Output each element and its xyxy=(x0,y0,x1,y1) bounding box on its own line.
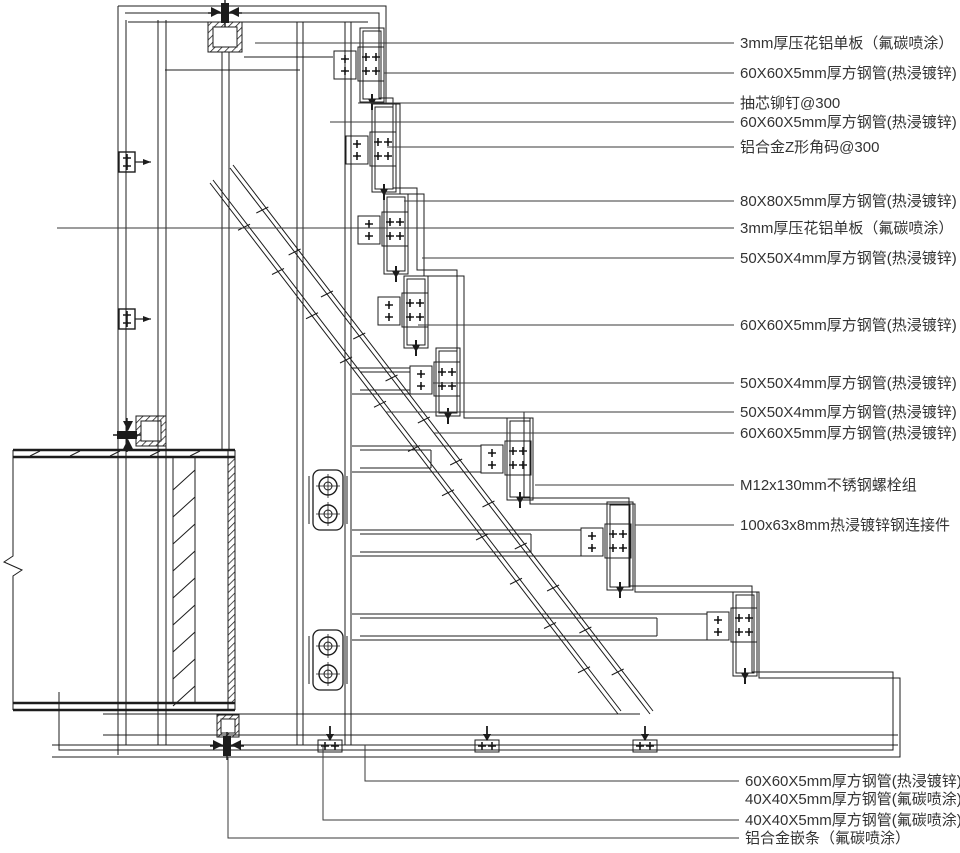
callout-label-17: 40X40X5mm厚方钢管(氟碳喷涂) xyxy=(745,812,960,829)
callout-label-5: 铝合金Z形角码@300 xyxy=(740,139,879,156)
callout-label-6: 80X80X5mm厚方钢管(热浸镀锌) xyxy=(740,193,957,210)
leader-line xyxy=(322,745,739,821)
outer-skin-profile xyxy=(52,5,901,758)
tread-members xyxy=(352,367,707,641)
callout-label-14: 100x63x8mm热浸镀锌钢连接件 xyxy=(740,517,950,534)
callout-label-9: 60X60X5mm厚方钢管(热浸镀锌) xyxy=(740,317,957,334)
callout-label-11: 50X50X4mm厚方钢管(热浸镀锌) xyxy=(740,404,957,421)
bolt-plates-layer xyxy=(123,46,758,750)
callout-label-3: 抽芯铆钉@300 xyxy=(740,95,840,112)
callout-label-2: 60X60X5mm厚方钢管(热浸镀锌) xyxy=(740,65,957,82)
fastener-symbols-layer xyxy=(113,0,749,760)
hatch-ticks-layer xyxy=(29,206,624,707)
callout-label-13: M12x130mm不锈钢螺栓组 xyxy=(740,477,917,494)
callout-label-4: 60X60X5mm厚方钢管(热浸镀锌) xyxy=(740,114,957,131)
callouts-layer: 3mm厚压花铝单板（氟碳喷涂） 60X60X5mm厚方钢管(热浸镀锌) 抽芯铆钉@3… xyxy=(57,34,960,847)
callout-label-7: 3mm厚压花铝单板（氟碳喷涂） xyxy=(740,219,953,237)
slab-section xyxy=(13,448,235,712)
callout-label-8: 50X50X4mm厚方钢管(热浸镀锌) xyxy=(740,250,957,267)
callout-label-15: 60X60X5mm厚方钢管(热浸镀锌) xyxy=(745,773,960,790)
callout-label-10: 50X50X4mm厚方钢管(热浸镀锌) xyxy=(740,375,957,392)
leader-line xyxy=(227,757,739,839)
callout-label-12: 60X60X5mm厚方钢管(热浸镀锌) xyxy=(740,425,957,442)
callout-label-18: 铝合金嵌条（氟碳喷涂） xyxy=(745,830,910,847)
step-tubes xyxy=(359,27,758,677)
hatched-tubes xyxy=(135,21,243,738)
diagonal-braces xyxy=(209,164,654,715)
callout-label-16: 40X40X5mm厚方钢管(氟碳喷涂) xyxy=(745,791,960,808)
leader-line xyxy=(364,745,739,782)
callout-label-1: 3mm厚压花铝单板（氟碳喷涂） xyxy=(740,34,953,52)
break-symbol xyxy=(2,548,24,584)
